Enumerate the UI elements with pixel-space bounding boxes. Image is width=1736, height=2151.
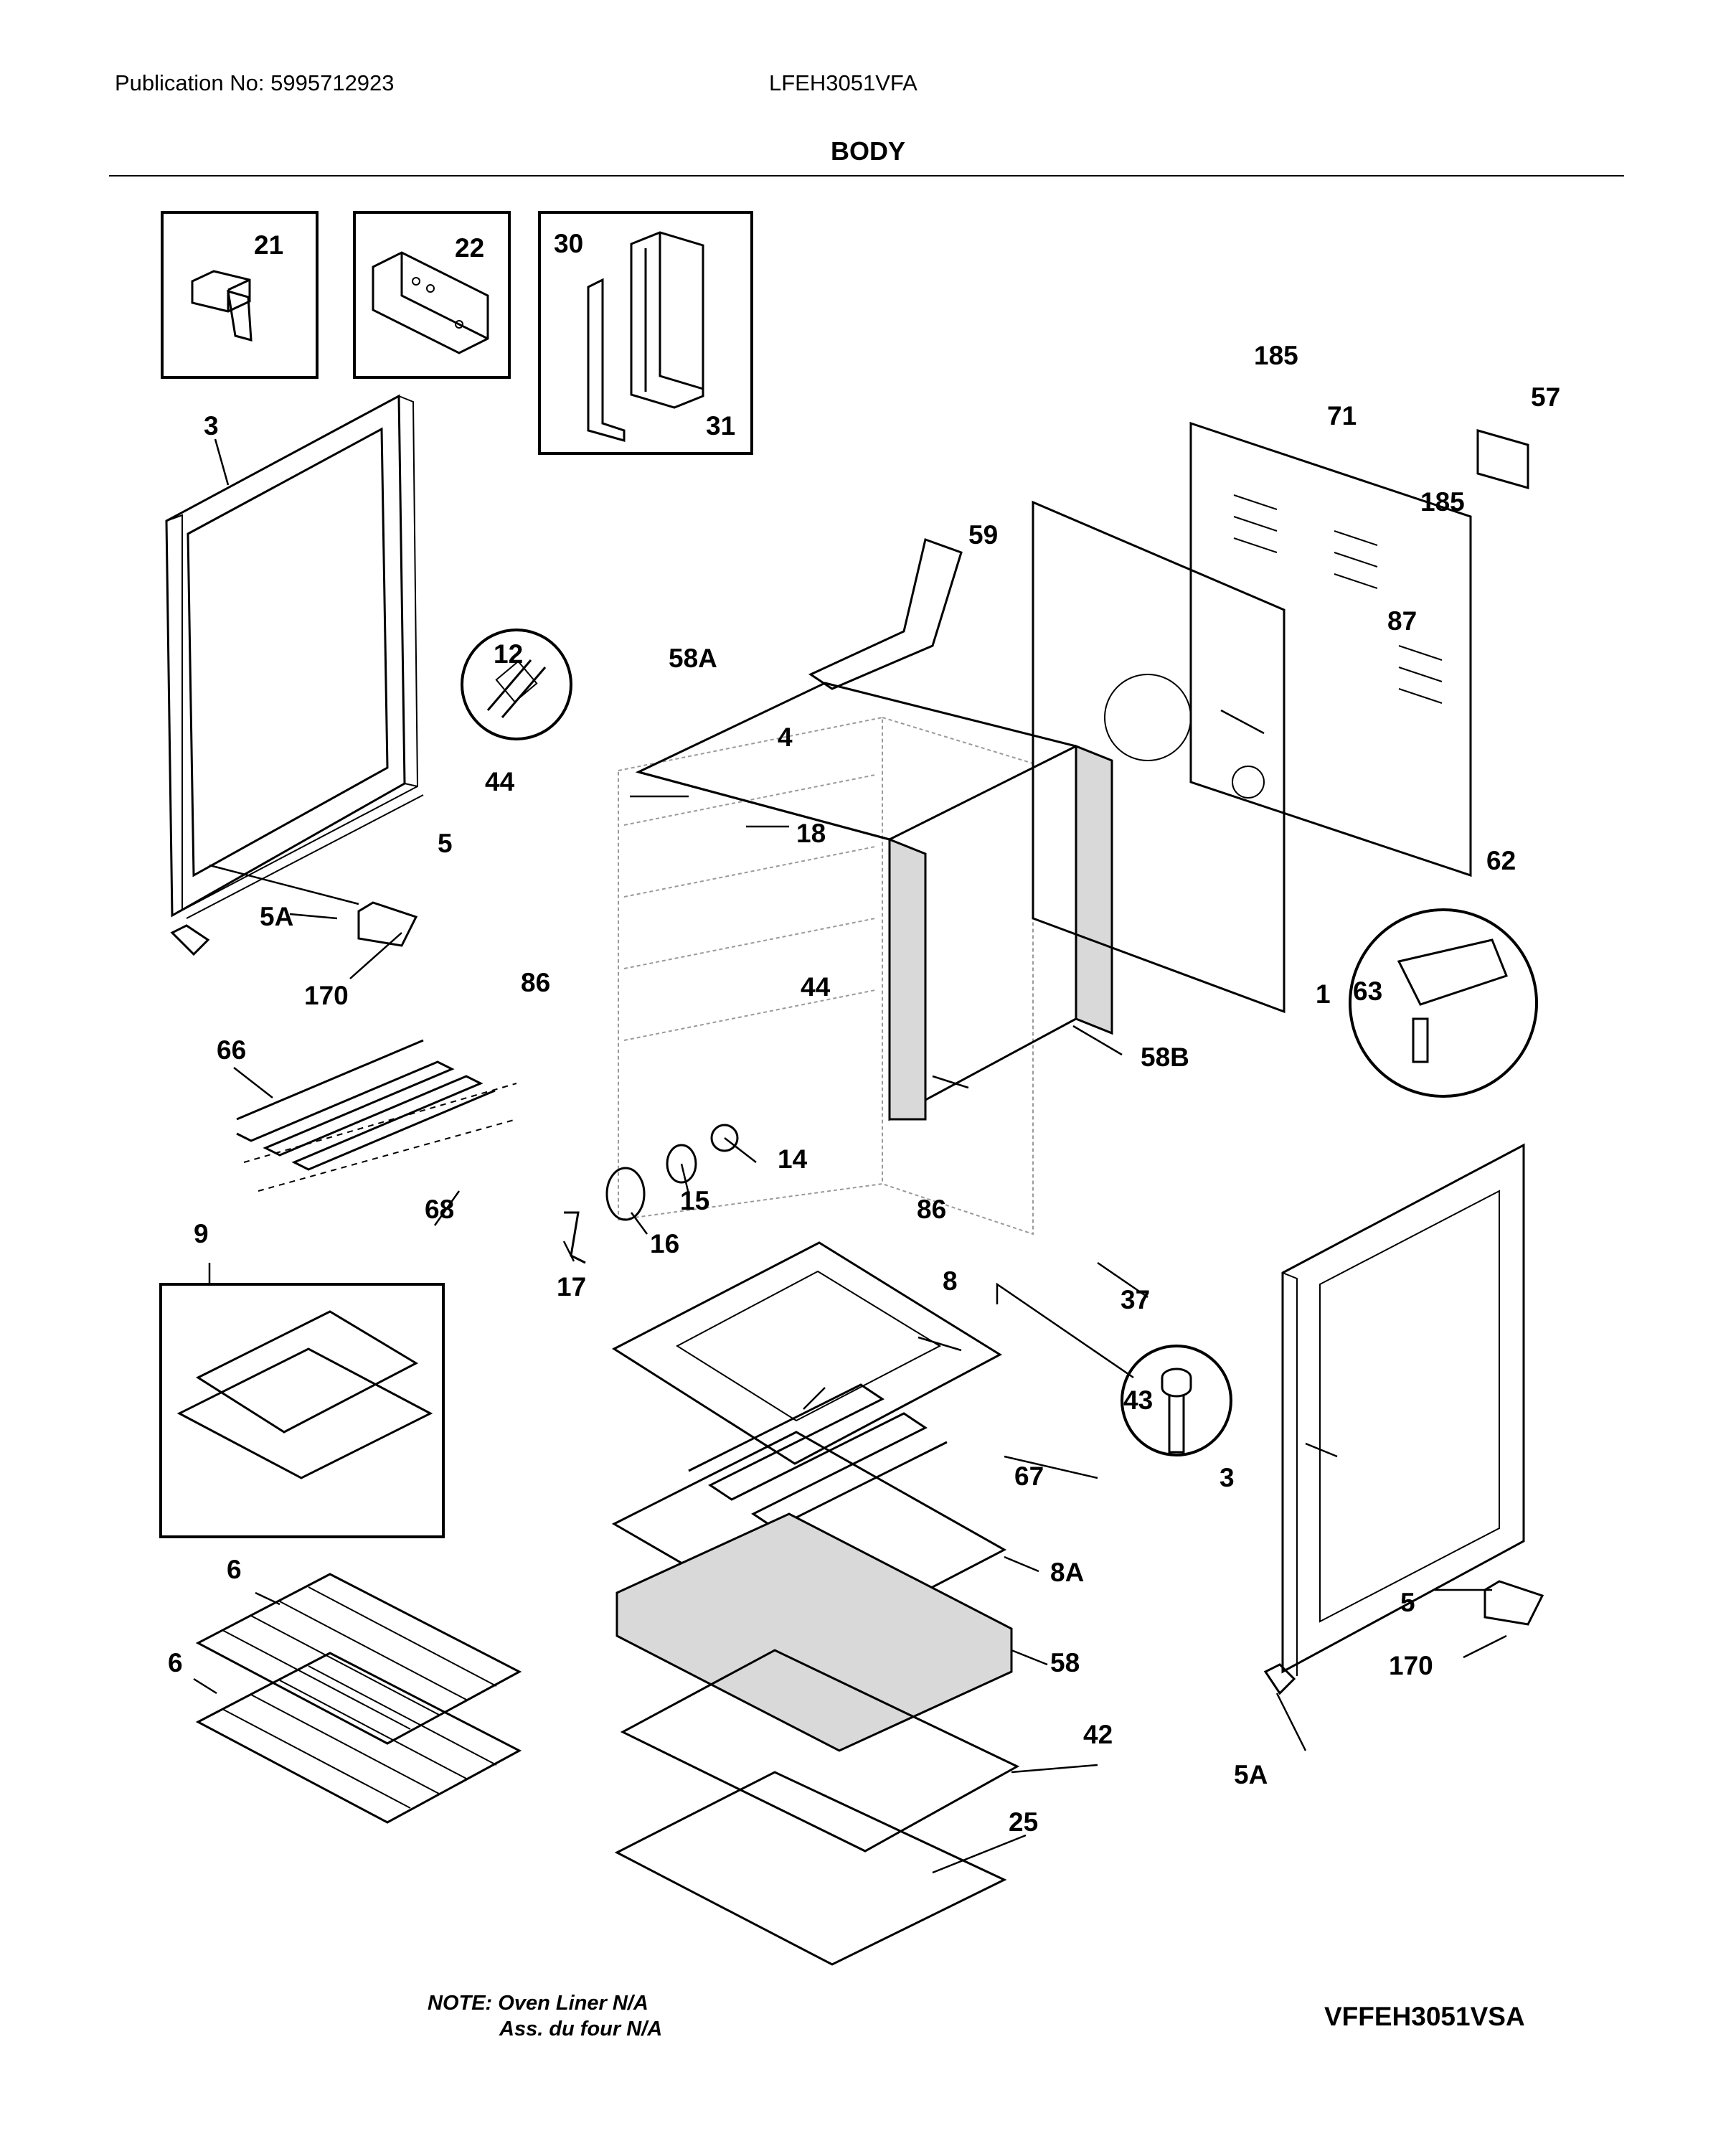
hinge-parts-left: [170, 901, 418, 956]
callout-66: 66: [217, 1035, 246, 1065]
callout-25: 25: [1009, 1807, 1038, 1837]
callout-62: 62: [1486, 846, 1516, 875]
oven-bottom-8: [611, 1241, 1003, 1465]
element-wire-68: [243, 1083, 517, 1192]
callout-5A-right: 5A: [1234, 1760, 1268, 1789]
callout-15: 15: [680, 1186, 709, 1215]
diagram-code: VFFEH3051VSA: [1324, 2002, 1525, 2031]
footer-note-line1: NOTE: Oven Liner N/A: [428, 1992, 648, 2015]
callout-42: 42: [1083, 1720, 1113, 1749]
callout-5A-left: 5A: [260, 902, 293, 931]
back-panel-1: [1032, 500, 1286, 1014]
lamp-parts: [564, 1124, 739, 1264]
right-side-panel: [1281, 1143, 1525, 1676]
bake-element-67: [688, 1383, 948, 1530]
inset-circle-12: [461, 629, 572, 740]
callout-44-mid: 44: [801, 972, 831, 1002]
callout-17: 17: [557, 1272, 586, 1302]
callout-67: 67: [1014, 1462, 1044, 1491]
callout-86-left: 86: [521, 968, 550, 997]
callout-170-right: 170: [1389, 1651, 1433, 1680]
callout-3-left: 3: [204, 411, 219, 441]
callout-170-left: 170: [304, 981, 349, 1010]
callout-71: 71: [1327, 401, 1357, 430]
callout-21: 21: [254, 230, 283, 260]
callout-31: 31: [706, 411, 735, 441]
callout-5-right: 5: [1400, 1588, 1415, 1617]
callout-14: 14: [778, 1144, 808, 1174]
footer-note-line2: Ass. du four N/A: [499, 2018, 663, 2041]
inset-part-21: [161, 211, 319, 379]
callout-59: 59: [968, 520, 998, 550]
oven-rack-lower: [195, 1652, 522, 1824]
callout-6-upper: 6: [227, 1555, 242, 1584]
inset-circle-43: [1121, 1345, 1232, 1456]
callout-86-right: 86: [917, 1195, 946, 1224]
section-title: BODY: [830, 136, 905, 166]
callout-8: 8: [943, 1266, 958, 1296]
leader-lines: [193, 438, 1507, 1874]
callout-58A: 58A: [669, 644, 717, 673]
cover-25: [614, 1771, 1007, 1966]
callout-30: 30: [554, 229, 583, 258]
callout-43: 43: [1123, 1385, 1153, 1415]
inset-part-22: [353, 211, 511, 379]
callout-68: 68: [425, 1195, 454, 1224]
publication-number: Publication No: 5995712923: [115, 70, 395, 95]
duct-59: [808, 538, 963, 690]
broiler-pan-inset-9: [159, 1283, 445, 1538]
insulation-58: [615, 1512, 1013, 1752]
callout-1: 1: [1316, 979, 1331, 1009]
callout-185-right: 185: [1420, 487, 1465, 517]
header-rule: [109, 175, 1624, 176]
callout-87: 87: [1387, 606, 1417, 636]
callout-185-top: 185: [1254, 341, 1298, 370]
callout-57: 57: [1531, 382, 1560, 412]
cover-57: [1476, 429, 1529, 489]
oven-top-wrap: [635, 682, 1077, 1121]
hinge-parts-right: [1263, 1580, 1544, 1695]
callout-16: 16: [650, 1229, 679, 1258]
callout-5-left: 5: [438, 829, 453, 858]
insulation-58B: [888, 744, 1113, 1121]
oven-cavity: [618, 716, 1034, 1235]
callout-3-right: 3: [1220, 1463, 1235, 1492]
left-side-panel: [165, 394, 424, 919]
callout-9: 9: [194, 1219, 209, 1248]
inset-circle-62: [1349, 908, 1538, 1098]
callout-4: 4: [778, 723, 793, 752]
callout-37: 37: [1121, 1285, 1150, 1314]
callout-63: 63: [1353, 976, 1382, 1006]
callout-18: 18: [796, 819, 826, 848]
rear-panel-71: [1189, 421, 1472, 877]
callout-8A: 8A: [1050, 1558, 1084, 1587]
oven-rack-upper: [195, 1573, 522, 1745]
callout-12: 12: [494, 639, 523, 669]
inset-part-30-31: [538, 211, 753, 455]
bake-element-66: [236, 1039, 496, 1171]
callout-58: 58: [1050, 1648, 1080, 1677]
panel-42: [620, 1649, 1020, 1853]
model-number: LFEH3051VFA: [769, 70, 917, 95]
callout-6-lower: 6: [168, 1648, 183, 1677]
callout-44-top: 44: [485, 767, 515, 796]
callout-58B: 58B: [1141, 1042, 1189, 1072]
callout-labels: 21 22 30 31 3 185 71 57 185 59 87 12 58A…: [168, 229, 1560, 1837]
callout-22: 22: [455, 233, 484, 263]
